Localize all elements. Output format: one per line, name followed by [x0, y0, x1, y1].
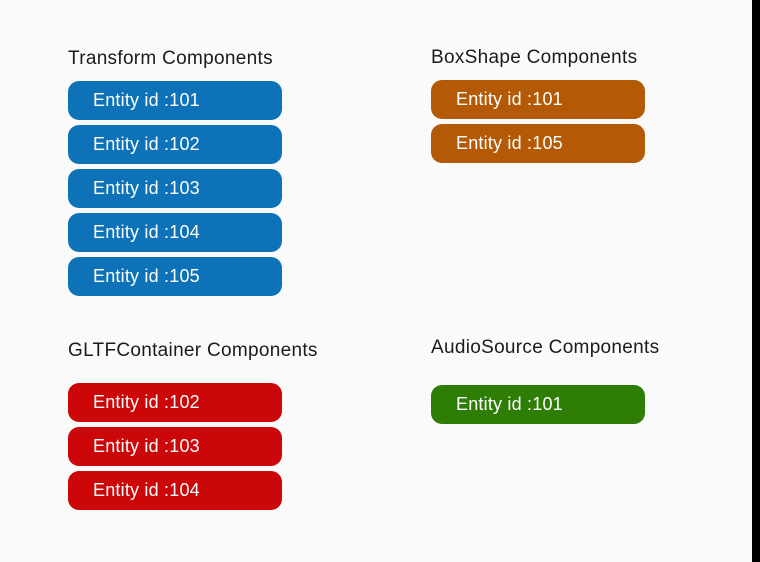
entity-button[interactable]: Entity id :105 [68, 257, 282, 296]
section-audiosource-components: AudioSource Components Entity id :101 [431, 337, 659, 429]
entity-list: Entity id :102 Entity id :103 Entity id … [68, 383, 318, 510]
entity-button[interactable]: Entity id :102 [68, 383, 282, 422]
section-boxshape-components: BoxShape Components Entity id :101 Entit… [431, 47, 645, 168]
section-title: GLTFContainer Components [68, 340, 318, 361]
section-title: Transform Components [68, 48, 273, 69]
right-edge-black-bar [752, 0, 760, 562]
section-title: BoxShape Components [431, 47, 638, 68]
entity-list: Entity id :101 [431, 385, 659, 424]
entity-button[interactable]: Entity id :101 [68, 81, 282, 120]
entity-button[interactable]: Entity id :101 [431, 80, 645, 119]
section-gltfcontainer-components: GLTFContainer Components Entity id :102 … [68, 340, 318, 515]
entity-button[interactable]: Entity id :101 [431, 385, 645, 424]
entity-list: Entity id :101 Entity id :105 [431, 80, 645, 163]
section-transform-components: Transform Components Entity id :101 Enti… [68, 48, 282, 301]
entity-button[interactable]: Entity id :103 [68, 169, 282, 208]
entity-button[interactable]: Entity id :104 [68, 213, 282, 252]
entity-button[interactable]: Entity id :104 [68, 471, 282, 510]
entity-button[interactable]: Entity id :103 [68, 427, 282, 466]
entity-button[interactable]: Entity id :105 [431, 124, 645, 163]
section-title: AudioSource Components [431, 337, 660, 358]
entity-list: Entity id :101 Entity id :102 Entity id … [68, 81, 282, 296]
entity-button[interactable]: Entity id :102 [68, 125, 282, 164]
